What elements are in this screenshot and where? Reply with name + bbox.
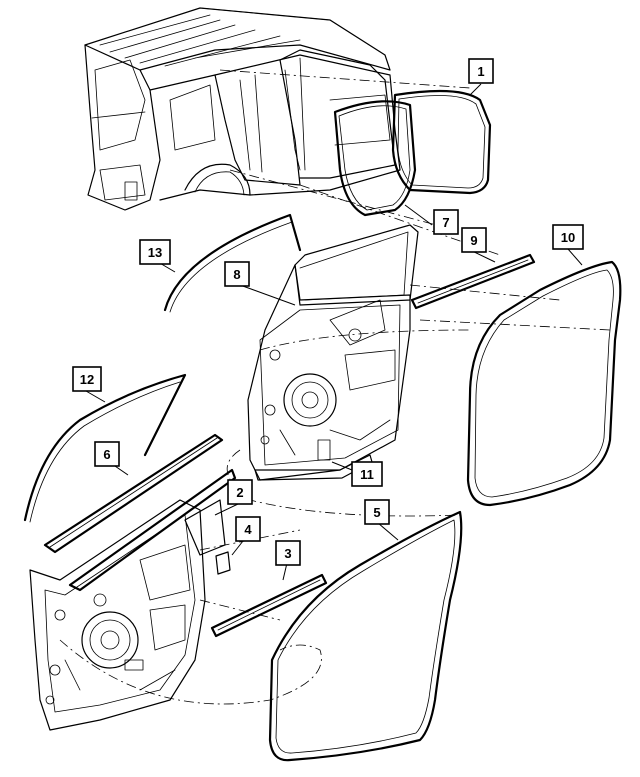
callout-3: 3 [275, 540, 301, 566]
callout-9-label: 9 [470, 233, 477, 248]
callout-5: 5 [364, 499, 390, 525]
part-10-rear-door-weatherstrip [466, 260, 622, 507]
vehicle-body-outline [84, 7, 401, 211]
callout-1-label: 1 [477, 64, 484, 79]
callout-10: 10 [552, 224, 584, 250]
callout-11-label: 11 [360, 467, 374, 482]
callout-4-label: 4 [244, 522, 252, 537]
callout-7-label: 7 [442, 215, 449, 230]
callout-4: 4 [235, 516, 261, 542]
callout-13-label: 13 [148, 245, 162, 260]
callout-6: 6 [94, 441, 120, 467]
callout-6-label: 6 [103, 447, 110, 462]
leader-lines [85, 83, 583, 581]
callout-11: 11 [351, 461, 383, 487]
callout-8: 8 [224, 261, 250, 287]
callout-1: 1 [468, 58, 494, 84]
part-1-rear-opening-weatherstrip [391, 89, 492, 195]
callout-9: 9 [461, 227, 487, 253]
callout-12-label: 12 [80, 372, 94, 387]
callout-13: 13 [139, 239, 171, 265]
callout-8-label: 8 [233, 267, 240, 282]
part-7-door-weatherstrip [333, 100, 417, 217]
part-6-front-frame-moulding [43, 433, 237, 592]
part-5-front-door-weatherstrip [268, 510, 463, 762]
callout-12: 12 [72, 366, 102, 392]
front-door-assembly [29, 499, 231, 731]
rear-door-assembly [247, 224, 419, 481]
callout-10-label: 10 [561, 230, 575, 245]
callout-2-label: 2 [236, 485, 243, 500]
part-13-rear-glass-run [163, 213, 302, 313]
callout-3-label: 3 [284, 546, 291, 561]
part-9-rear-belt-weatherstrip [410, 253, 536, 310]
part-12-front-glass-run [23, 373, 187, 523]
callout-7: 7 [433, 209, 459, 235]
guide-lines [59, 69, 611, 705]
callout-5-label: 5 [373, 505, 380, 520]
part-3-front-belt-weatherstrip [210, 573, 328, 638]
callout-2: 2 [227, 479, 253, 505]
